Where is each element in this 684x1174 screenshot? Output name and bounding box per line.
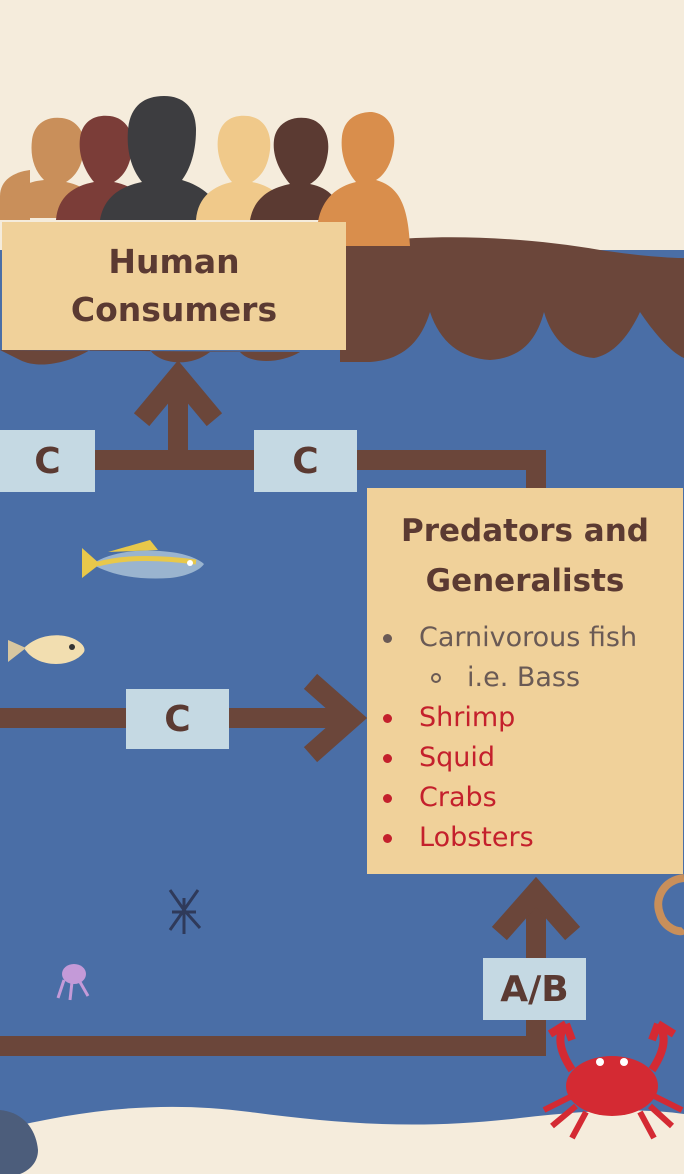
list-item: Crabs bbox=[367, 778, 683, 818]
predators-list: Carnivorous fish i.e. Bass Shrimp Squid … bbox=[367, 618, 683, 858]
c-label-mid: C bbox=[254, 430, 357, 492]
predators-title-line1: Predators and bbox=[367, 506, 683, 556]
list-item: Carnivorous fish bbox=[367, 618, 683, 658]
predators-title-line2: Generalists bbox=[367, 556, 683, 606]
c-label-left: C bbox=[0, 430, 95, 492]
human-consumers-line2: Consumers bbox=[71, 286, 277, 334]
human-consumers-line1: Human bbox=[108, 238, 239, 286]
list-item: Shrimp bbox=[367, 698, 683, 738]
predators-title: Predators and Generalists bbox=[367, 506, 683, 606]
list-item: Squid bbox=[367, 738, 683, 778]
predators-generalists-box: Predators and Generalists Carnivorous fi… bbox=[367, 488, 683, 874]
ab-label: A/B bbox=[483, 958, 586, 1020]
c-label-lower: C bbox=[126, 689, 229, 749]
list-item: i.e. Bass bbox=[367, 658, 683, 698]
list-item: Lobsters bbox=[367, 818, 683, 858]
human-consumers-box: Human Consumers bbox=[2, 222, 346, 350]
